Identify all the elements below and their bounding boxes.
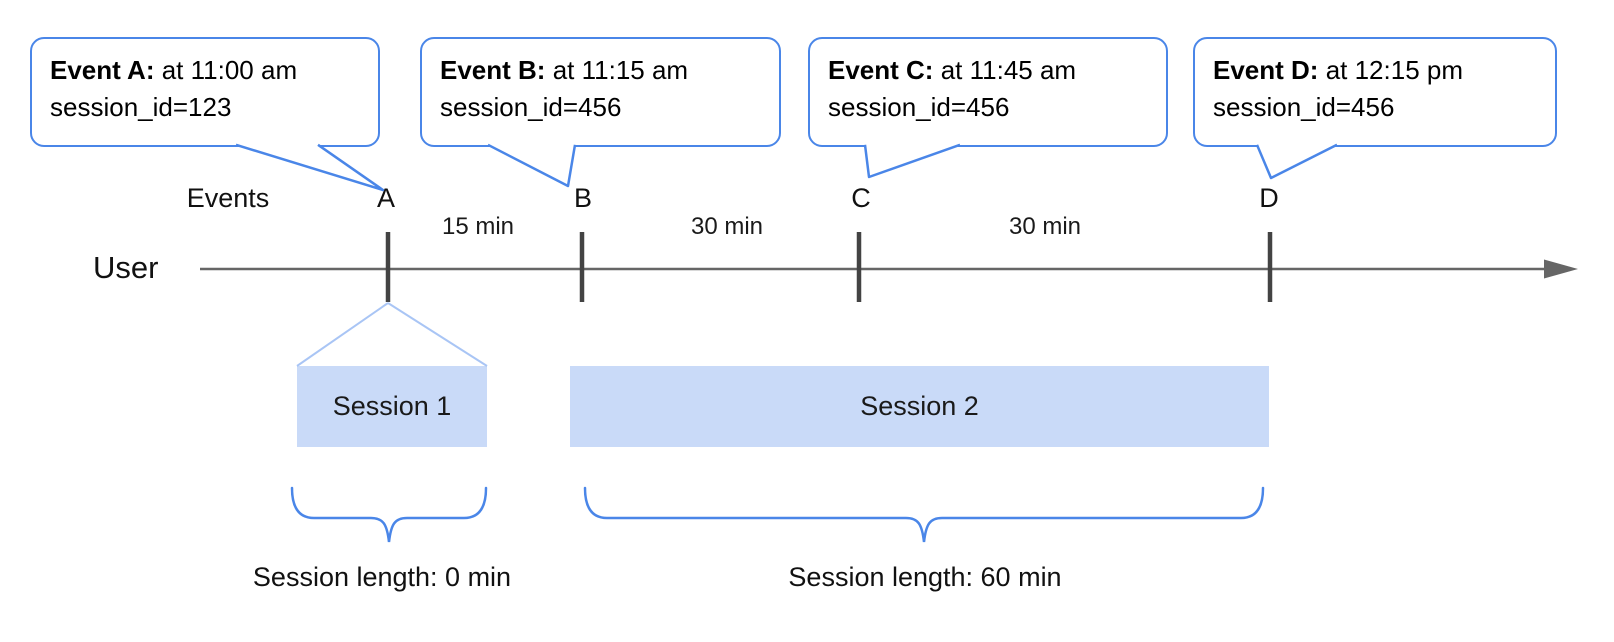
event-b-callout: Event B: at 11:15 am session_id=456	[420, 37, 781, 147]
event-a-callout-session-id: session_id=123	[50, 92, 232, 122]
event-a-callout-title: Event A:	[50, 55, 155, 85]
session-1-funnel-right-line	[387, 302, 488, 367]
events-row-label: Events	[186, 183, 270, 213]
event-d-callout-title: Event D:	[1213, 55, 1319, 85]
event-c-callout-session-id: session_id=456	[828, 92, 1010, 122]
session-1-length-label: Session length: 0 min	[252, 562, 512, 592]
event-b-callout-line1: Event B: at 11:15 am	[440, 52, 769, 89]
event-d-callout-tail	[1255, 143, 1338, 180]
event-c-callout: Event C: at 11:45 am session_id=456	[808, 37, 1168, 147]
event-c-callout-line1: Event C: at 11:45 am	[828, 52, 1156, 89]
session-1-funnel-left-line	[296, 302, 389, 367]
session-1-box: Session 1	[297, 366, 487, 447]
session-2-length-label: Session length: 60 min	[788, 562, 1062, 592]
event-d-callout-session-id: session_id=456	[1213, 92, 1395, 122]
event-a-callout-line1: Event A: at 11:00 am	[50, 52, 368, 89]
timeline-arrowhead-icon	[1544, 259, 1578, 279]
event-d-callout-time: at 12:15 pm	[1318, 55, 1464, 85]
event-b-callout-tail	[487, 143, 577, 188]
event-d-callout-line1: Event D: at 12:15 pm	[1213, 52, 1545, 89]
event-b-callout-session-id: session_id=456	[440, 92, 622, 122]
event-b-label: B	[573, 183, 593, 213]
event-b-callout-title: Event B:	[440, 55, 546, 85]
session-2-box: Session 2	[570, 366, 1269, 447]
interval-a-b-label: 15 min	[441, 213, 515, 240]
event-c-callout-time: at 11:45 am	[933, 55, 1077, 85]
event-d-callout: Event D: at 12:15 pm session_id=456	[1193, 37, 1557, 147]
event-c-callout-tail	[863, 143, 961, 179]
interval-b-c-label: 30 min	[690, 213, 764, 240]
event-a-label: A	[376, 183, 396, 213]
session-1-label: Session 1	[332, 391, 452, 421]
event-d-label: D	[1259, 183, 1279, 213]
session-2-brace	[583, 486, 1265, 543]
event-a-callout: Event A: at 11:00 am session_id=123	[30, 37, 380, 147]
event-a-callout-time: at 11:00 am	[154, 55, 298, 85]
user-row-label: User	[93, 250, 159, 285]
event-c-label: C	[851, 183, 871, 213]
event-b-callout-time: at 11:15 am	[545, 55, 689, 85]
event-c-callout-title: Event C:	[828, 55, 934, 85]
session-2-label: Session 2	[860, 391, 979, 421]
interval-c-d-label: 30 min	[1008, 213, 1082, 240]
session-1-brace	[290, 486, 488, 543]
